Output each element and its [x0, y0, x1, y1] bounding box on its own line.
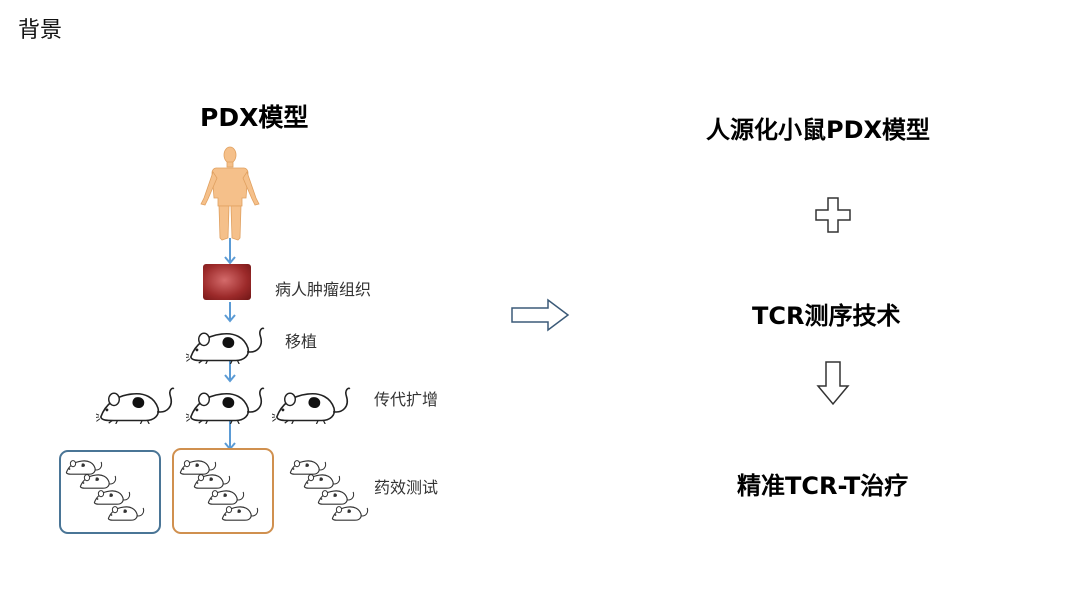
precision-tcr-t-therapy-title: 精准TCR-T治疗 — [737, 472, 909, 500]
down-arrow-icon — [816, 361, 850, 406]
step-label-passage-expansion: 传代扩增 — [374, 390, 439, 409]
step-label-transplant: 移植 — [285, 332, 318, 351]
page-title: 背景 — [18, 18, 63, 43]
tumor-tissue-icon — [203, 264, 251, 300]
mouse-icon — [272, 380, 352, 424]
right-arrow-icon — [511, 298, 570, 332]
mouse-icon — [186, 320, 266, 364]
mouse-group-icon — [65, 460, 145, 521]
mouse-icon — [186, 380, 266, 424]
pdx-model-title: PDX模型 — [200, 103, 309, 132]
step-label-tumor-tissue: 病人肿瘤组织 — [275, 280, 372, 299]
flow-arrows — [224, 238, 236, 451]
mouse-icon — [96, 380, 176, 424]
tcr-sequencing-title: TCR测序技术 — [752, 302, 901, 330]
step-label-drug-test: 药效测试 — [374, 478, 439, 497]
mouse-group-icon — [179, 460, 259, 521]
human-body-icon — [200, 146, 260, 241]
mouse-group-icon — [289, 460, 369, 521]
plus-icon — [815, 197, 851, 233]
humanized-mouse-pdx-title: 人源化小鼠PDX模型 — [706, 116, 931, 144]
